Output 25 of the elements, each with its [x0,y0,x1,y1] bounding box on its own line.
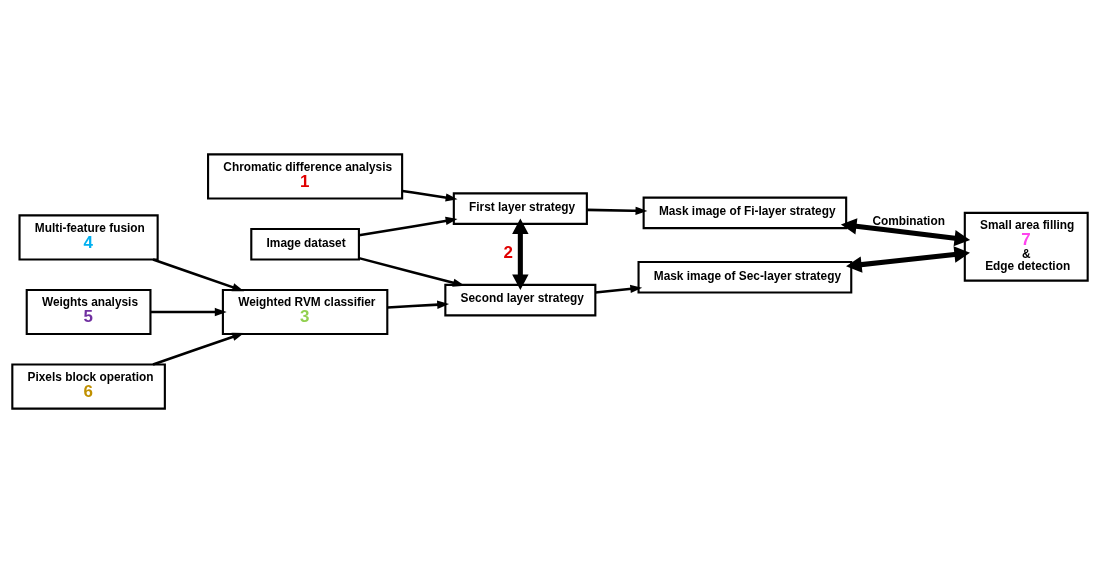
node-box: Multi-feature fusion 4 [18,213,159,261]
arrow [152,332,245,366]
arrow [150,307,227,316]
node-box: Second layer strategy [444,283,597,316]
arrow [358,216,458,237]
arrow [387,300,450,309]
node-box: Mask image of Sec-layer strategy [637,260,853,294]
arrow [358,256,465,287]
node-box: Weights analysis 5 [25,288,152,335]
node-box: Image dataset [250,227,360,261]
node-box: Weighted RVM classifier 3 [221,288,389,335]
node-box: Mask image of Fi-layer strategy [642,196,848,229]
node-box: Pixels block operation 6 [11,363,166,410]
arrow [587,206,648,215]
edge-label: 2 [503,242,513,262]
arrow [846,245,970,273]
node-box: Small area filling 7 & Edge detection [963,211,1089,282]
edge-label: Combination [872,213,945,228]
arrow [402,189,458,202]
node-box: Chromatic difference analysis 1 [207,152,404,199]
arrow [840,217,971,246]
arrow [595,284,643,294]
arrow [152,257,245,291]
arrow [512,217,529,290]
node-box: First layer strategy [452,191,588,225]
